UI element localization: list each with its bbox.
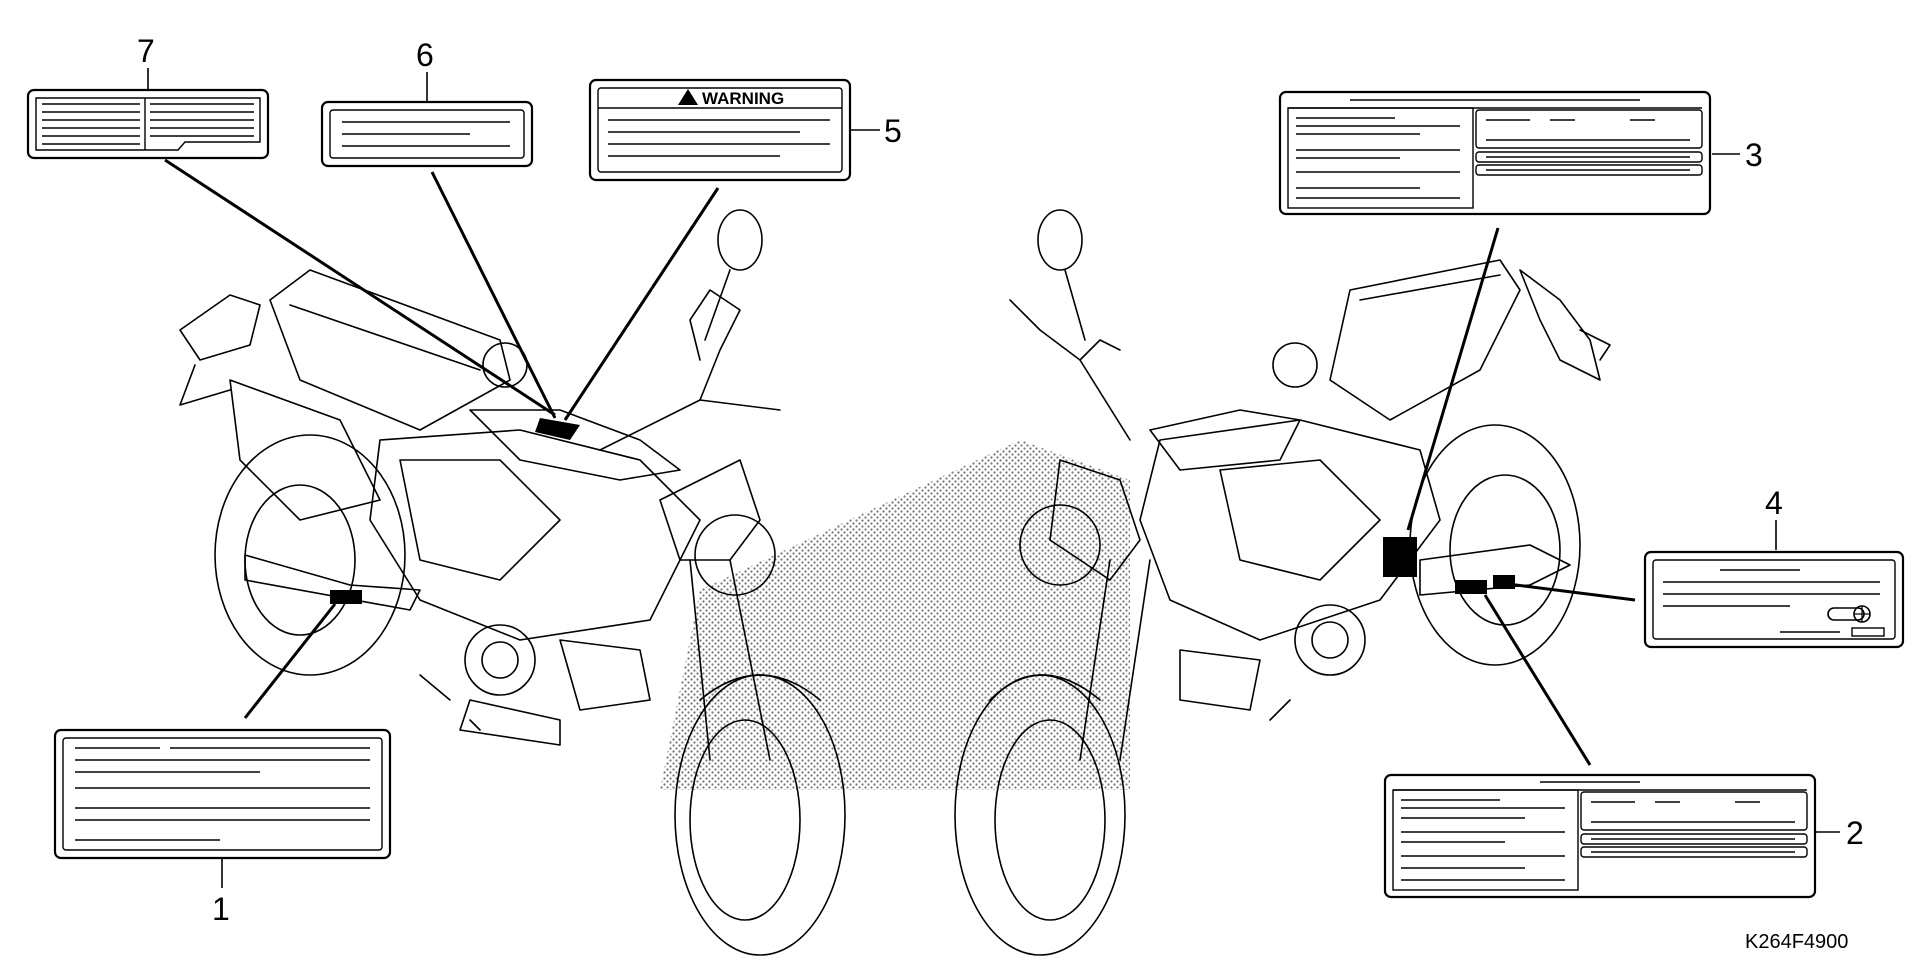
drive-chain-icon — [1827, 605, 1871, 623]
label-2 — [1383, 773, 1817, 899]
floor-shading — [660, 440, 1130, 790]
leader-lines — [147, 68, 1840, 888]
label-5-warning: WARNING — [588, 78, 852, 182]
motorcycle-left — [179, 209, 846, 956]
callout-5: 5 — [884, 113, 902, 149]
warning-triangle-icon — [678, 89, 698, 105]
label-3 — [1278, 90, 1712, 216]
warning-label-text: WARNING — [702, 89, 784, 108]
label-4 — [1643, 550, 1905, 649]
callout-1: 1 — [212, 891, 230, 927]
callout-7: 7 — [137, 33, 155, 69]
callout-3: 3 — [1745, 137, 1763, 173]
part-code: K264F4900 — [1745, 931, 1848, 953]
callout-numbers: 7 6 5 3 4 2 1 — [137, 33, 1864, 927]
callout-2: 2 — [1846, 815, 1864, 851]
callout-6: 6 — [416, 37, 434, 73]
label-7 — [26, 88, 270, 160]
label-1 — [53, 728, 392, 860]
callout-4: 4 — [1765, 485, 1783, 521]
label-6 — [320, 100, 534, 168]
